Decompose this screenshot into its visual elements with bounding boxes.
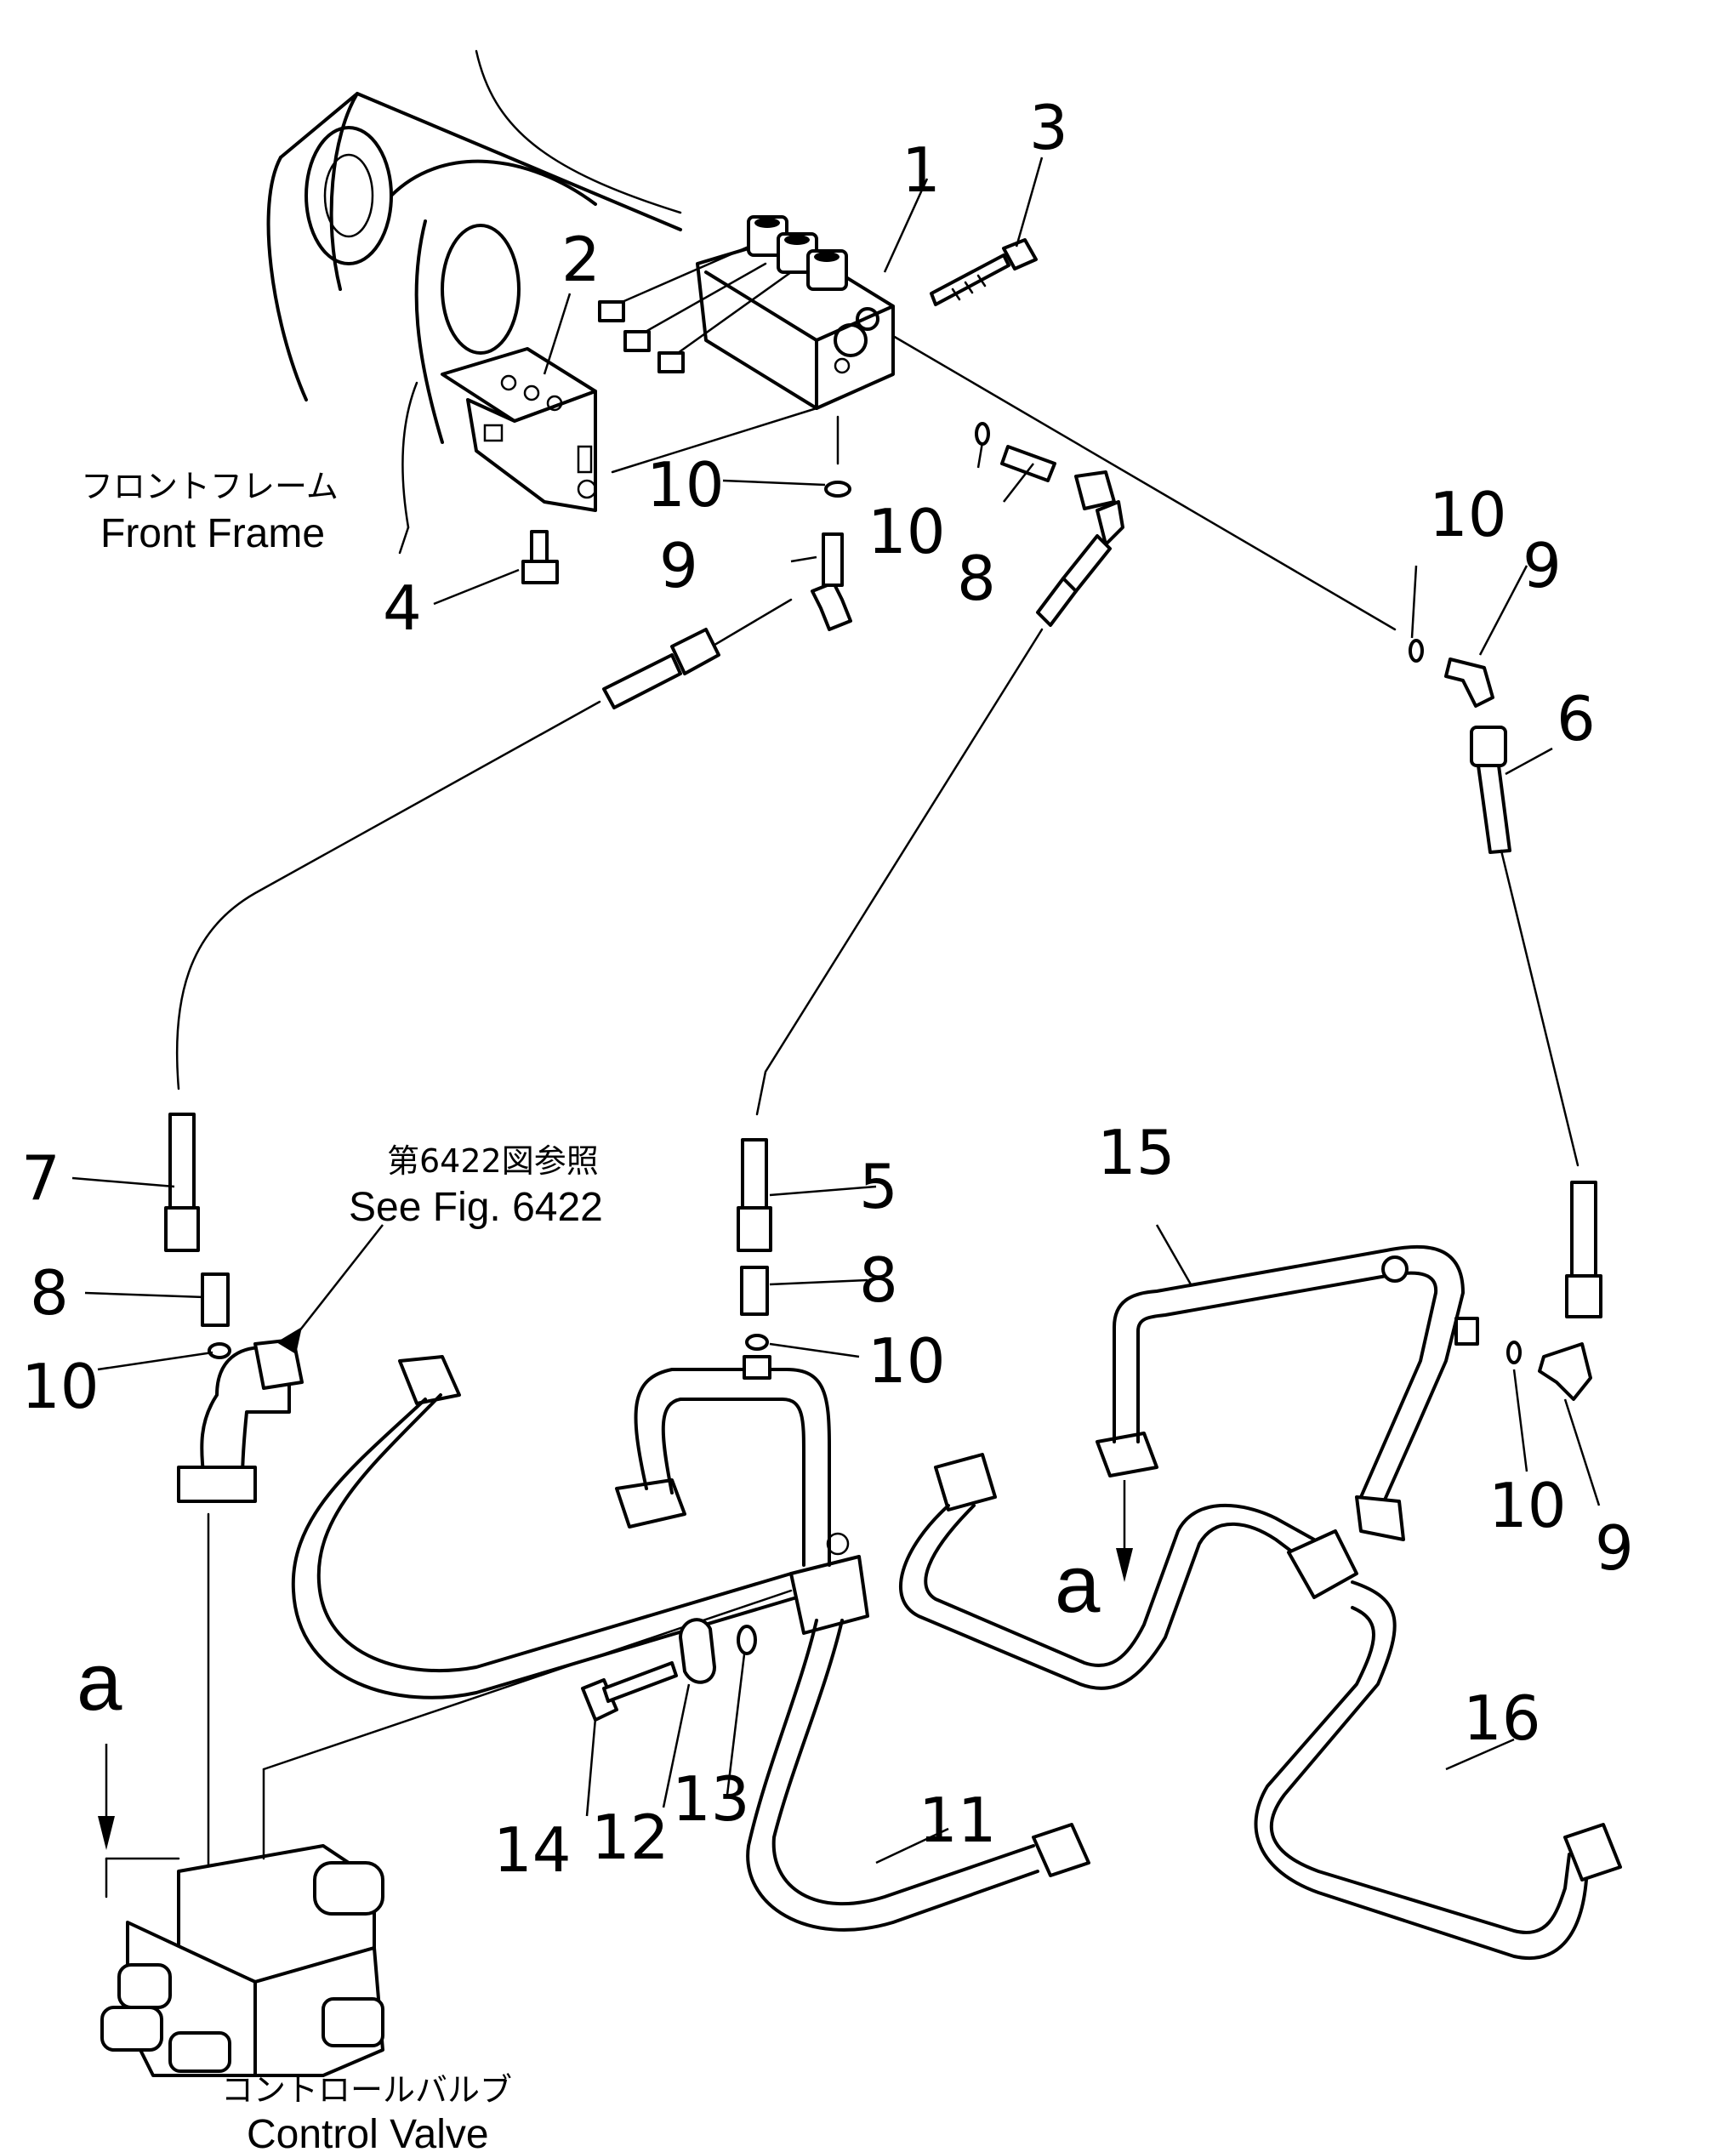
callout-3: 3 [1029,92,1068,163]
callout-7: 7 [21,1142,60,1214]
callout-1: 1 [902,134,941,206]
callout-16: 16 [1463,1682,1541,1754]
control-valve-label-en: Control Valve [247,2112,489,2152]
callout-12: 12 [591,1802,669,1873]
pipe-11 [291,1355,1090,1932]
hose-6 [1470,726,1602,1318]
callout-10b: 10 [868,1325,946,1397]
wire [891,334,1397,631]
text-labels: フロントフレーム Front Frame 第6422図参照 See Fig. 6… [77,468,1101,2152]
view-a-label-left: a [77,1637,122,1728]
callout-11: 11 [919,1785,997,1856]
callout-5: 5 [859,1151,898,1222]
see-fig-label-jp: 第6422図参照 [387,1142,599,1180]
see-fig-label-en: See Fig. 6422 [349,1185,603,1230]
leader-lines [71,157,1601,1864]
pipe-middle [262,1355,850,1771]
callout-10d: 10 [868,496,946,567]
view-arrow-a-left [98,1744,115,1850]
callout-9c: 9 [1595,1512,1634,1584]
hose-5 [737,470,1124,1252]
view-a-label-right: a [1055,1539,1101,1630]
callout-9b: 9 [1523,530,1562,601]
callout-8c: 8 [957,543,996,614]
pipe-15 [1096,1244,1479,1541]
callout-6: 6 [1557,683,1596,754]
callout-4: 4 [383,572,422,644]
callout-8a: 8 [30,1257,69,1329]
control-valve [100,1768,384,2077]
solenoid-valve [598,215,895,474]
front-frame-label-en: Front Frame [100,511,325,556]
callout-10f: 10 [1488,1470,1567,1541]
gasket-12 [679,1618,716,1684]
o-rings [208,422,1522,1655]
front-frame [266,49,682,555]
bracket [441,347,597,512]
bolt-14 [581,1661,678,1722]
callout-2: 2 [561,224,600,295]
callout-10e: 10 [1429,479,1507,550]
callout-15: 15 [1097,1117,1175,1188]
pipe-16 [898,1453,1622,1960]
callout-9a: 9 [659,530,698,601]
flange-elbow [177,1338,304,1899]
callout-10a: 10 [21,1351,100,1422]
control-valve-label-jp: コントロールバルブ [221,2071,512,2109]
fittings [201,445,1592,1401]
bolt-3 [930,238,1038,306]
view-arrow-a-right [1116,1480,1133,1582]
callout-8b: 8 [859,1244,898,1316]
front-frame-label-jp: フロントフレーム [81,468,339,505]
hose-7 [164,598,793,1252]
callout-numbers: 1 2 3 4 6 7 5 8 8 8 10 10 10 10 10 10 9 … [21,92,1634,1886]
callout-10c: 10 [646,449,725,521]
callout-14: 14 [493,1814,572,1886]
bolt-4 [521,530,559,584]
callout-13: 13 [672,1763,750,1835]
